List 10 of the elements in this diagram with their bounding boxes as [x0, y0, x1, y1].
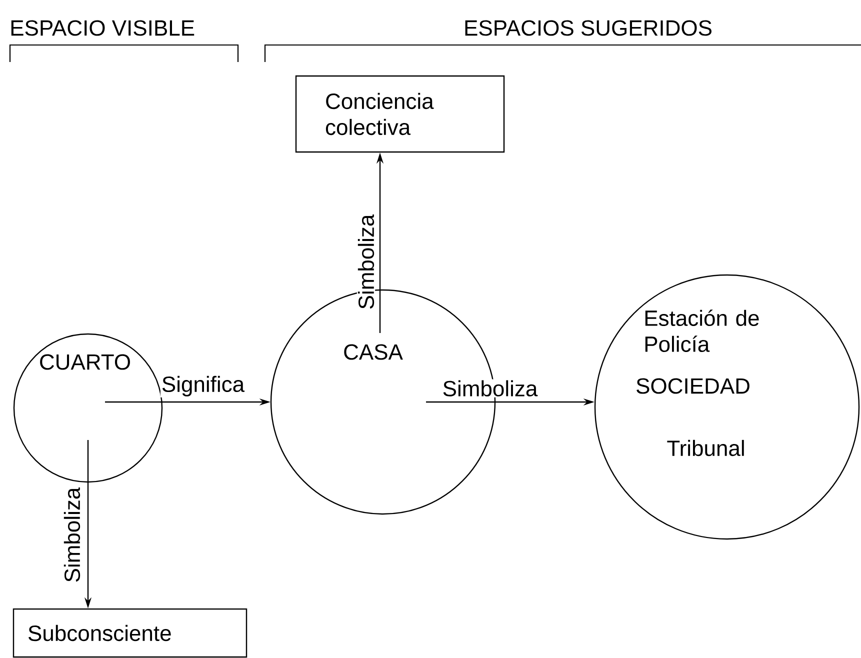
section-heading: ESPACIO VISIBLE — [11, 20, 194, 36]
circle-node: CUARTO — [13, 333, 163, 483]
edge-label: Significa — [160, 374, 246, 398]
section-heading: ESPACIOS SUGERIDOS — [465, 20, 712, 36]
text-box: Conciencia colectiva — [295, 75, 505, 153]
edge-label: Simboliza — [356, 213, 376, 311]
edge-label: Simboliza — [62, 486, 82, 584]
edge-label: Simboliza — [441, 379, 539, 398]
circle-node: Estación de Policía SOCIEDAD Tribunal — [594, 274, 860, 540]
text-box: Subconsciente — [12, 608, 248, 658]
